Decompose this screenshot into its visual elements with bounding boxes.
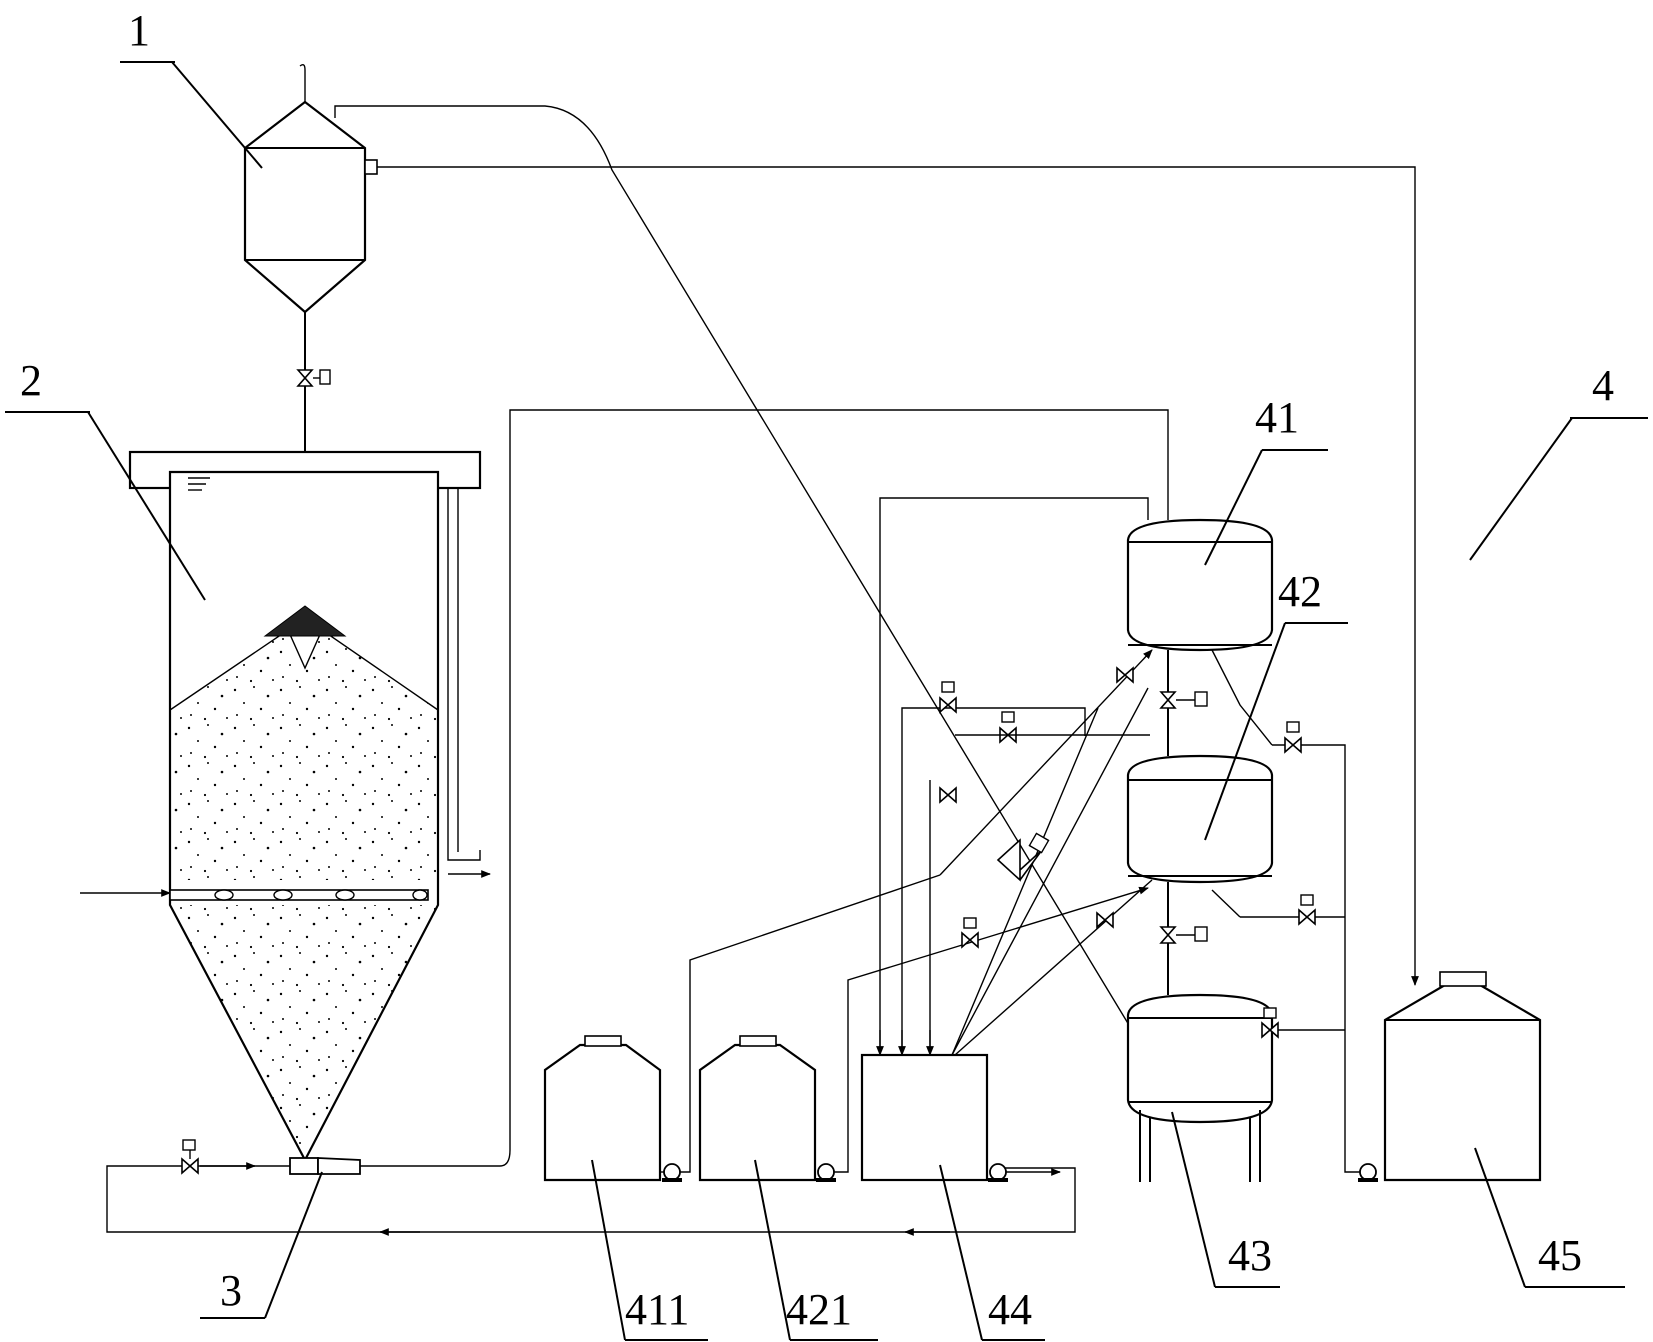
label-421: 421 (786, 1285, 852, 1334)
tank-411 (543, 649, 1153, 1183)
separator-to-45-pipe (377, 166, 1419, 986)
callout-42: 42 (1204, 567, 1348, 841)
label-411: 411 (625, 1285, 689, 1334)
ejector-3 (289, 1157, 361, 1175)
callout-421: 421 (754, 1159, 878, 1341)
vessel-42 (1126, 754, 1274, 884)
callout-45: 45 (1474, 1147, 1625, 1288)
callout-3: 3 (200, 1171, 323, 1319)
column-2 (80, 450, 491, 1163)
label-4: 4 (1592, 361, 1614, 410)
callout-43: 43 (1171, 1111, 1280, 1288)
tank-421 (698, 886, 1149, 1183)
callout-2: 2 (5, 356, 206, 601)
label-45: 45 (1538, 1231, 1582, 1280)
overhead-pipe (334, 105, 1133, 1031)
callout-44: 44 (939, 1164, 1045, 1341)
vessel-43 (1126, 993, 1274, 1182)
tank-44 (860, 497, 1153, 1183)
label-42: 42 (1278, 567, 1322, 616)
label-44: 44 (988, 1285, 1032, 1334)
callout-41: 41 (1204, 393, 1328, 566)
separator-1 (243, 63, 378, 314)
callout-411: 411 (591, 1159, 708, 1341)
label-2: 2 (20, 356, 42, 405)
label-1: 1 (128, 6, 150, 55)
callout-1: 1 (120, 6, 263, 169)
callout-4: 4 (1469, 361, 1648, 561)
label-43: 43 (1228, 1231, 1272, 1280)
tank-45 (1211, 649, 1542, 1183)
label-3: 3 (220, 1266, 242, 1315)
label-41: 41 (1255, 393, 1299, 442)
vessel-41 (1126, 518, 1274, 652)
